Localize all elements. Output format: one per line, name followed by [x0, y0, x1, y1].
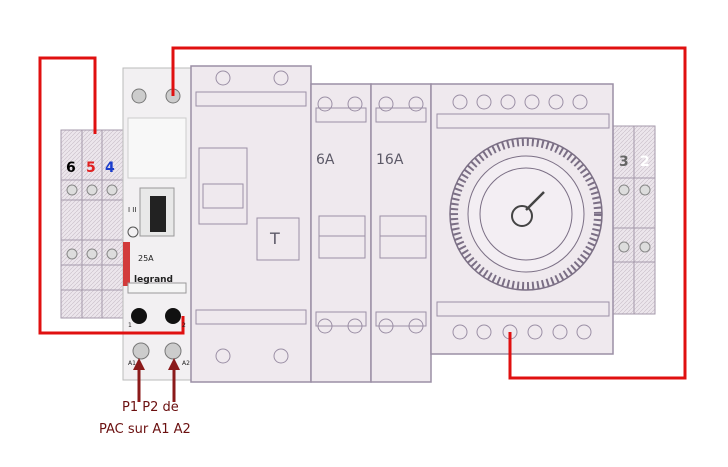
- timer-module: [430, 83, 614, 355]
- terminal-5-label: 5: [86, 160, 96, 176]
- arrowheads: [133, 358, 180, 370]
- contactor: [122, 67, 192, 381]
- contact-label-1: 1: [128, 322, 132, 329]
- caption-line-1: P1 P2 de: [122, 400, 179, 415]
- contact-label-2: 2: [182, 322, 186, 329]
- differential-breaker: [190, 65, 312, 383]
- contactor-side-markings: I II: [128, 206, 137, 214]
- terminal-4-label: 4: [105, 160, 115, 176]
- wire-contactor-in-to-timer: [171, 46, 687, 380]
- contactor-brand: legrand: [134, 275, 173, 285]
- right-terminal-block: [612, 125, 656, 315]
- terminal-3-label: 3: [619, 154, 629, 170]
- contactor-rating: 25A: [138, 254, 154, 263]
- test-button-label: T: [270, 229, 280, 248]
- breaker-6a: [310, 83, 372, 383]
- left-terminal-block: [60, 129, 124, 319]
- wires: [38, 46, 687, 402]
- coil-label-a1: A1: [128, 360, 136, 367]
- terminal-2-label: 2: [640, 154, 650, 170]
- coil-label-a2: A2: [182, 360, 190, 367]
- breaker-6a-rating: 6A: [316, 152, 335, 168]
- breaker-16a: [370, 83, 432, 383]
- breaker-16a-rating: 16A: [376, 152, 404, 168]
- terminal-6-label: 6: [66, 160, 76, 176]
- wire-terminal5-to-contactor-out: [38, 56, 185, 335]
- caption-line-2: PAC sur A1 A2: [99, 422, 191, 437]
- timer-dial: [449, 137, 603, 291]
